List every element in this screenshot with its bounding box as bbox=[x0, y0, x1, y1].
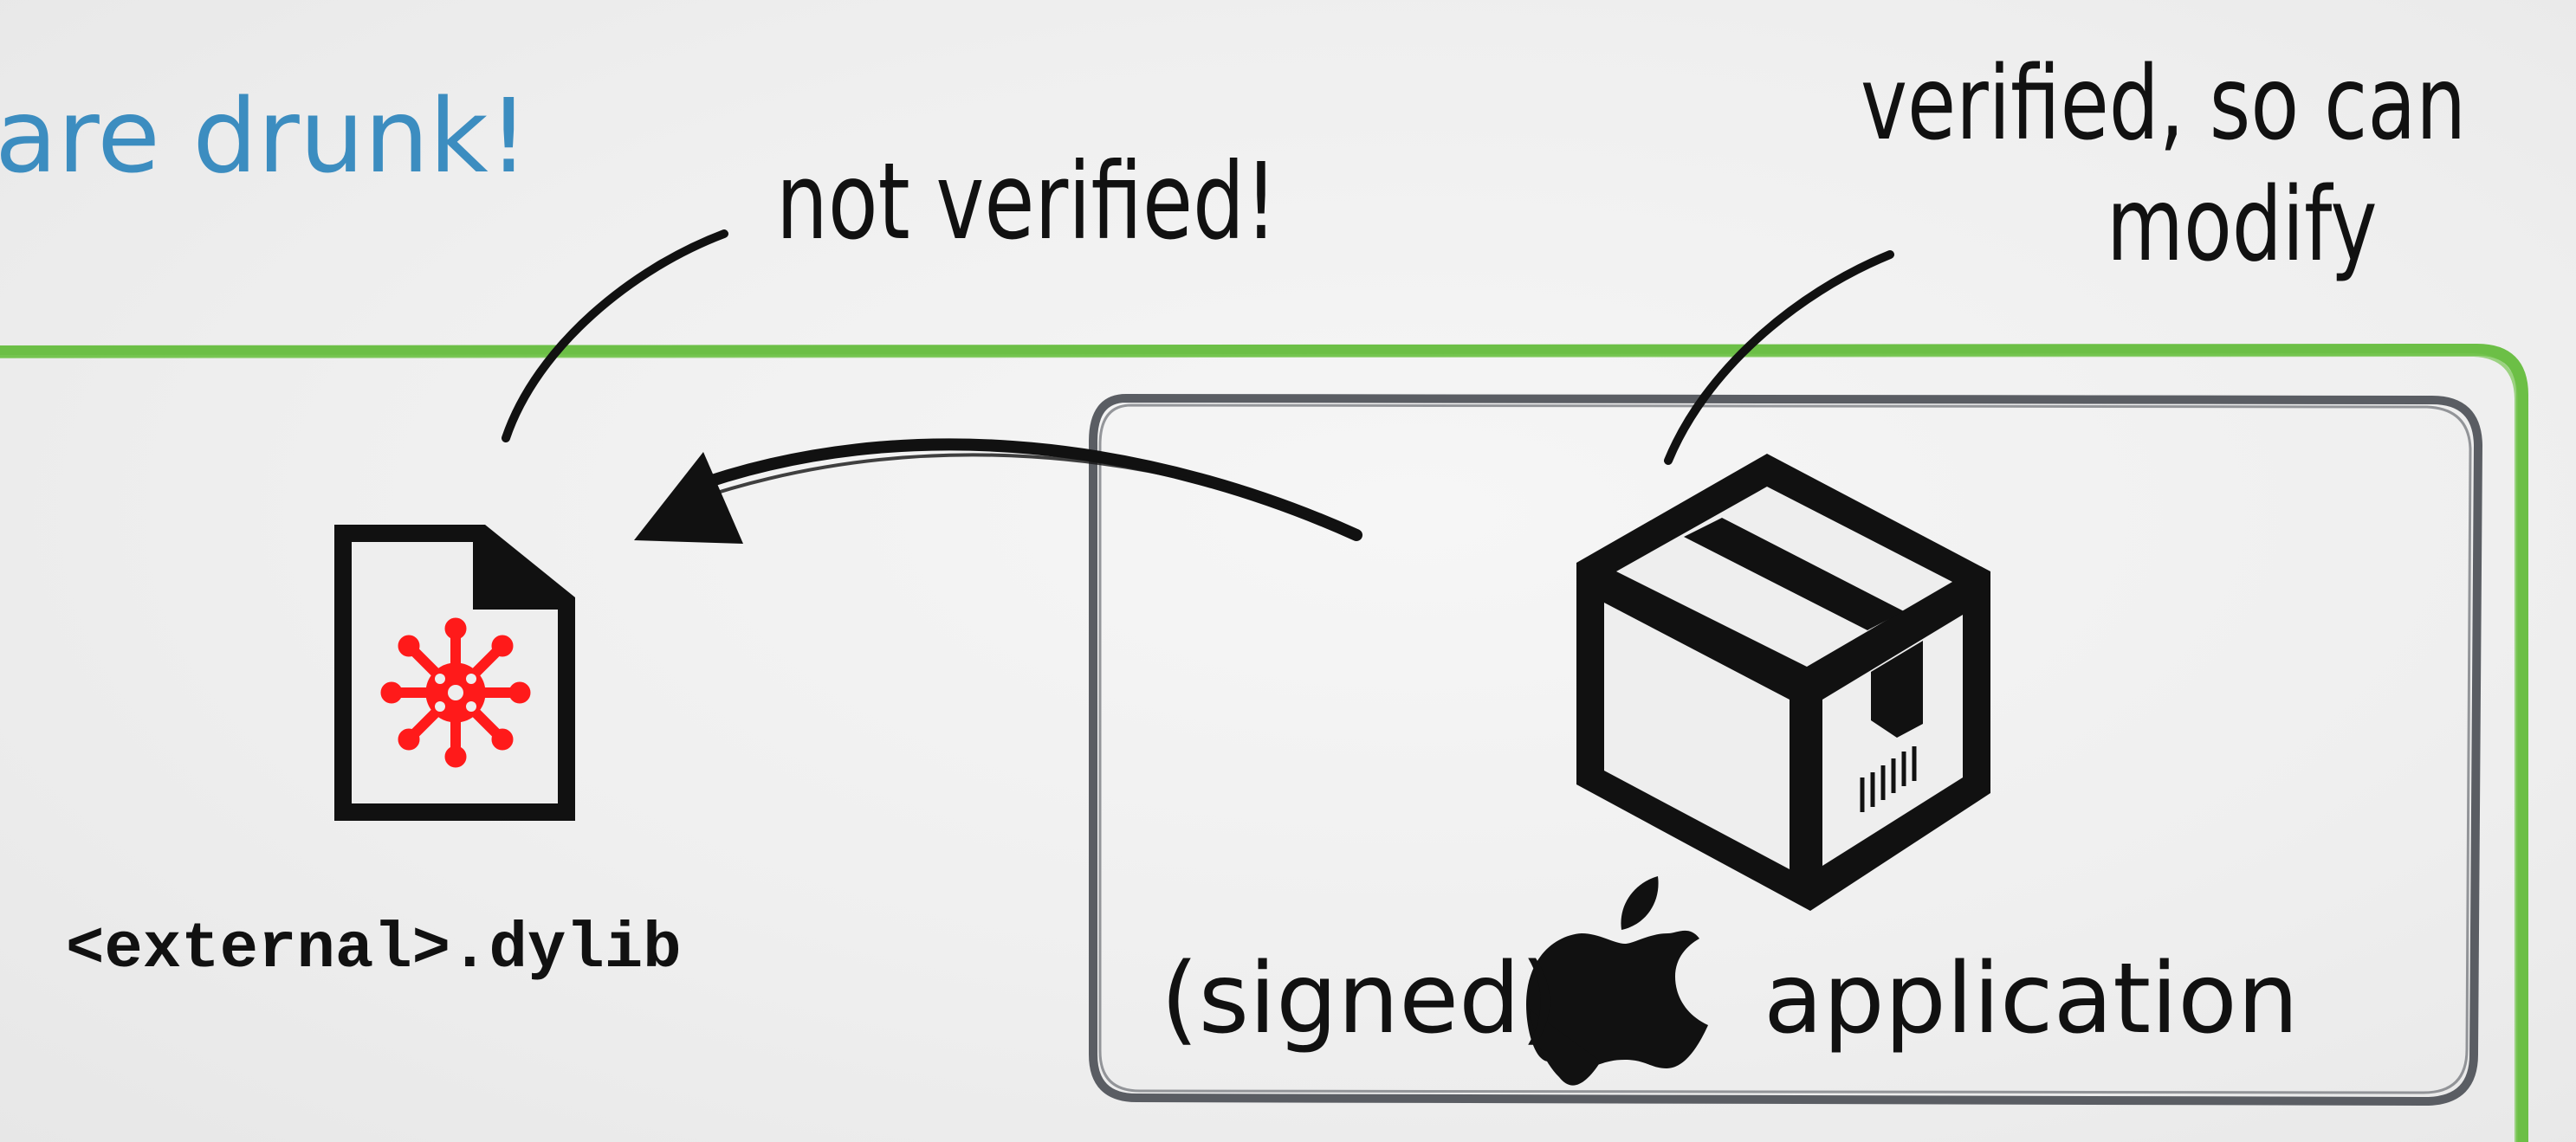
virus-icon bbox=[380, 617, 531, 768]
signed-label: (signed) bbox=[1161, 943, 1558, 1055]
outer-green-box bbox=[0, 343, 2528, 1142]
application-label: application bbox=[1764, 943, 2299, 1055]
verified-pointer bbox=[1664, 250, 1894, 465]
verified-annotation-line2: modify bbox=[2107, 165, 2378, 284]
external-dylib-label: <external>.dylib bbox=[66, 913, 682, 986]
slide-title-fragment: are drunk! bbox=[0, 76, 529, 196]
verified-annotation-line1: verified, so can bbox=[1861, 43, 2467, 163]
not-verified-pointer bbox=[502, 229, 728, 442]
infected-file-icon bbox=[334, 525, 575, 821]
load-arrow bbox=[634, 438, 1362, 544]
apple-logo-icon bbox=[1526, 876, 1708, 1086]
inner-application-box bbox=[1089, 393, 2483, 1107]
not-verified-annotation: not verified! bbox=[776, 140, 1278, 263]
package-box-icon bbox=[1576, 454, 1990, 911]
